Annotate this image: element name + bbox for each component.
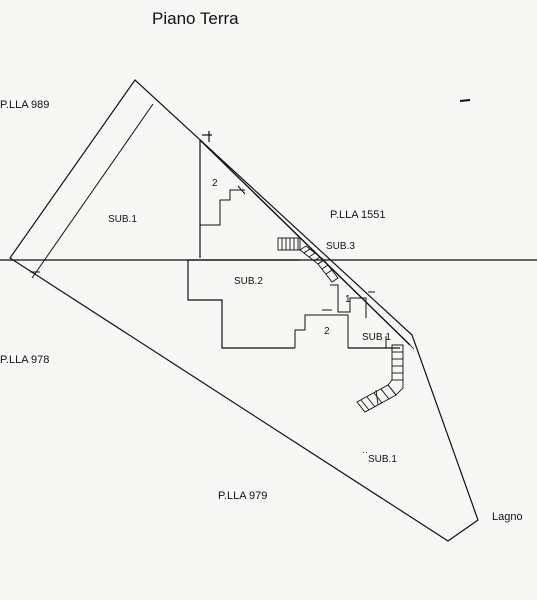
label-sub-1-bottom: SUB.1: [368, 454, 397, 465]
label-dots: ··: [362, 447, 368, 457]
sub-2-outline: [187, 259, 300, 349]
quote-mark: [459, 99, 471, 102]
label-lagno: Lagno: [492, 511, 523, 523]
building-diagonal-edge-inner: [203, 143, 415, 350]
room-1-outline: [330, 284, 367, 318]
sub-1-staircase: [356, 344, 404, 413]
label-sub-2: SUB.2: [234, 276, 263, 287]
wall-tick: [237, 185, 246, 195]
sub-3-staircase: [277, 237, 339, 283]
parcel-inner-line: [31, 103, 154, 279]
label-pla-979: P.LLA 979: [218, 490, 267, 502]
room-2-bottom-outline: [294, 314, 349, 348]
label-pla-989: P.LLA 989: [0, 99, 49, 111]
label-pla-978: P.LLA 978: [0, 354, 49, 366]
label-room-1: 1: [345, 294, 351, 305]
label-sub-3: SUB.3: [326, 241, 355, 252]
label-pla-1551: P.LLA 1551: [330, 209, 385, 221]
room-2-top-wall: [200, 189, 245, 226]
label-sub-1-left: SUB.1: [108, 214, 137, 225]
label-room-2-top: 2: [212, 178, 218, 189]
parcel-outline: [9, 79, 479, 542]
label-room-2-bottom: 2: [324, 326, 330, 337]
plan-title: Piano Terra: [152, 9, 239, 28]
label-sub-1-right: SUB 1: [362, 332, 391, 343]
